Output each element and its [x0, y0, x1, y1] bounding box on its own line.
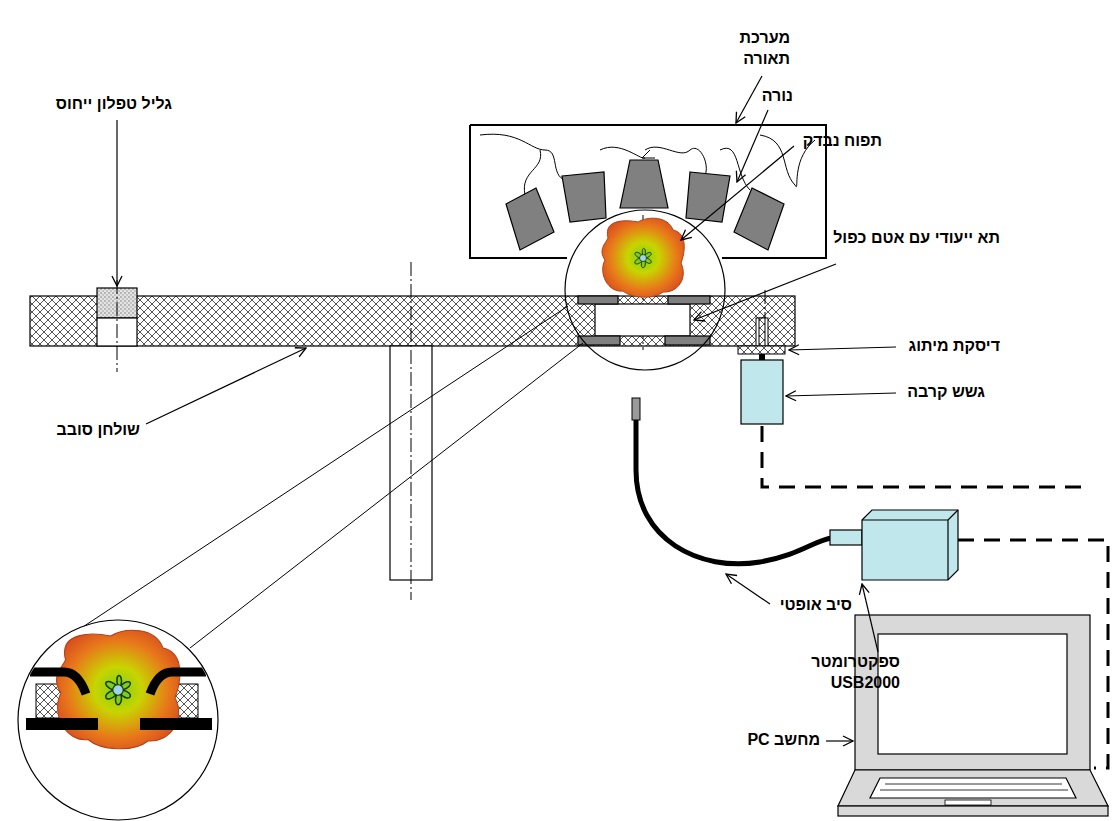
part-label: גליל טפלון ייחוס — [56, 94, 172, 115]
part-label: ספקטרומטר USB2000 — [788, 652, 900, 694]
part-label: שולחן סובב — [57, 420, 141, 441]
leader-line — [117, 76, 896, 741]
part-label: מערכת תאורה — [710, 28, 790, 70]
part-label: נורה — [762, 86, 793, 107]
zoom-lines — [48, 306, 583, 650]
dedicated-cell — [578, 296, 710, 345]
pc-laptop — [838, 615, 1108, 816]
enlarged-view — [18, 620, 218, 820]
part-label: מחשב PC — [747, 730, 820, 751]
data-cable — [762, 426, 1108, 768]
part-label: תפוח נבדק — [803, 131, 882, 152]
switching-disk — [738, 318, 785, 354]
zoom-circle — [565, 210, 725, 370]
part-label: תא ייעודי עם אטם כפול — [833, 228, 1000, 249]
spectrometer — [830, 510, 958, 580]
rotating-table — [30, 296, 795, 580]
tested-apple — [602, 218, 684, 297]
part-label: דיסקת מיתוג — [909, 336, 1000, 357]
optical-fiber — [632, 398, 832, 564]
part-label: גשש קרבה — [907, 382, 985, 403]
proximity-sensor — [741, 354, 783, 424]
part-label: סיב אופטי — [780, 595, 852, 616]
